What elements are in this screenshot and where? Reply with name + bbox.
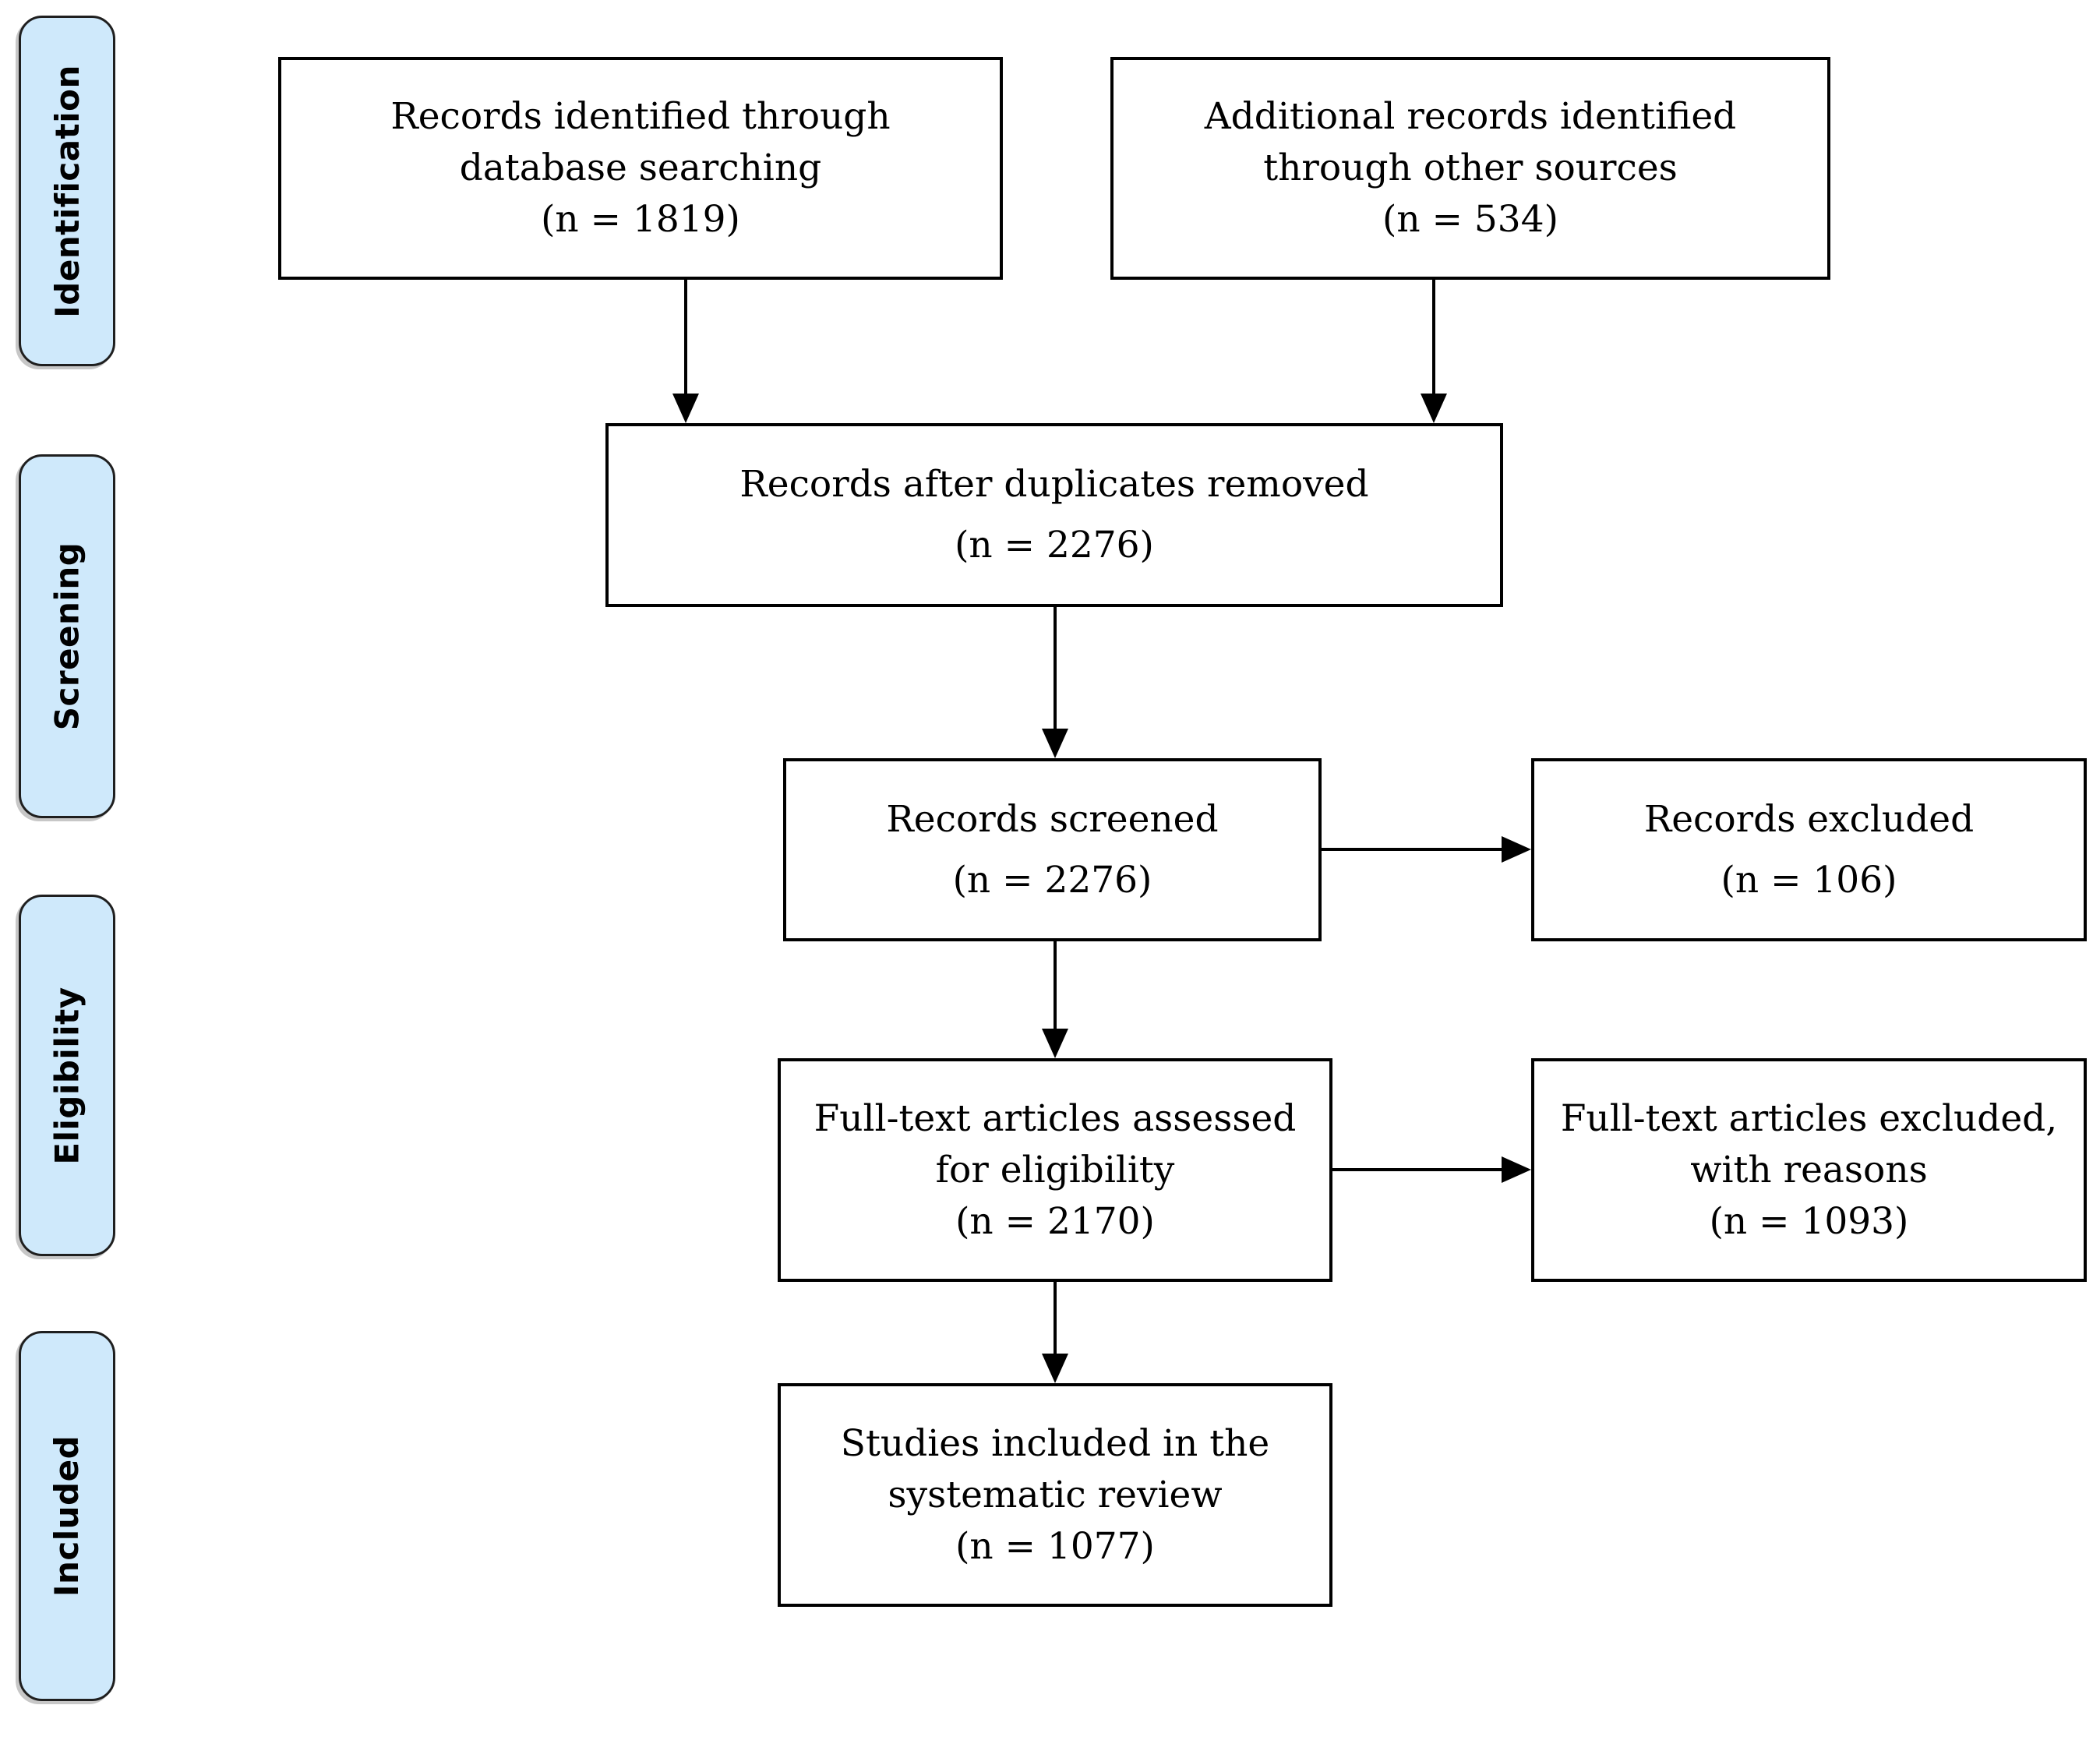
box-text-line: systematic review — [888, 1473, 1223, 1516]
stage-label-included: Included — [19, 1331, 115, 1701]
box-text-line: with reasons — [1690, 1148, 1928, 1191]
arrow-line — [684, 280, 687, 398]
box-count-line: (n = 106) — [1721, 858, 1897, 902]
box-studies-included: Studies included in the systematic revie… — [778, 1383, 1332, 1607]
box-after-duplicates-removed: Records after duplicates removed (n = 22… — [605, 423, 1503, 607]
arrow-line — [1054, 1282, 1057, 1358]
box-records-screened: Records screened (n = 2276) — [783, 758, 1322, 941]
box-text-line: through other sources — [1263, 146, 1678, 189]
arrowhead-down-icon — [1042, 1029, 1068, 1058]
box-text-line: Additional records identified — [1204, 95, 1737, 138]
stage-label-identification-text: Identification — [48, 64, 86, 318]
box-records-identified: Records identified through database sear… — [278, 57, 1003, 280]
arrow-line — [1432, 280, 1435, 398]
box-text-line: Records excluded — [1643, 797, 1975, 841]
arrowhead-down-icon — [1421, 394, 1447, 423]
box-records-excluded: Records excluded (n = 106) — [1531, 758, 2087, 941]
box-count-line: (n = 1093) — [1709, 1199, 1909, 1243]
arrow-line — [1332, 1168, 1506, 1171]
arrowhead-down-icon — [1042, 1354, 1068, 1383]
box-count-line: (n = 534) — [1382, 198, 1558, 241]
stage-label-screening: Screening — [19, 454, 115, 818]
box-count-line: (n = 2276) — [952, 858, 1152, 902]
box-text-line: Records identified through — [390, 95, 891, 138]
arrowhead-down-icon — [672, 394, 699, 423]
stage-label-screening-text: Screening — [48, 542, 86, 731]
stage-label-eligibility: Eligibility — [19, 895, 115, 1256]
stage-label-included-text: Included — [48, 1435, 86, 1597]
box-count-line: (n = 2170) — [955, 1199, 1155, 1243]
arrow-line — [1054, 941, 1057, 1033]
box-text-line: for eligibility — [935, 1148, 1175, 1191]
arrow-line — [1054, 607, 1057, 733]
arrowhead-right-icon — [1502, 836, 1531, 863]
box-count-line: (n = 1819) — [541, 198, 740, 241]
box-text-line: Full-text articles assessed — [814, 1096, 1297, 1140]
stage-label-identification: Identification — [19, 16, 115, 366]
stage-label-eligibility-text: Eligibility — [48, 986, 86, 1165]
box-text-line: Records screened — [886, 797, 1219, 841]
box-fulltext-assessed: Full-text articles assessed for eligibil… — [778, 1058, 1332, 1282]
arrowhead-right-icon — [1502, 1156, 1531, 1183]
arrow-line — [1322, 848, 1506, 851]
box-count-line: (n = 2276) — [955, 524, 1154, 567]
box-text-line: Studies included in the — [840, 1421, 1270, 1465]
box-text-line: database searching — [459, 146, 822, 189]
box-count-line: (n = 1077) — [955, 1524, 1155, 1568]
box-fulltext-excluded: Full-text articles excluded, with reason… — [1531, 1058, 2087, 1282]
arrowhead-down-icon — [1042, 729, 1068, 758]
box-additional-records: Additional records identified through ot… — [1110, 57, 1830, 280]
box-text-line: Full-text articles excluded, — [1560, 1096, 2058, 1140]
box-text-line: Records after duplicates removed — [739, 463, 1369, 506]
